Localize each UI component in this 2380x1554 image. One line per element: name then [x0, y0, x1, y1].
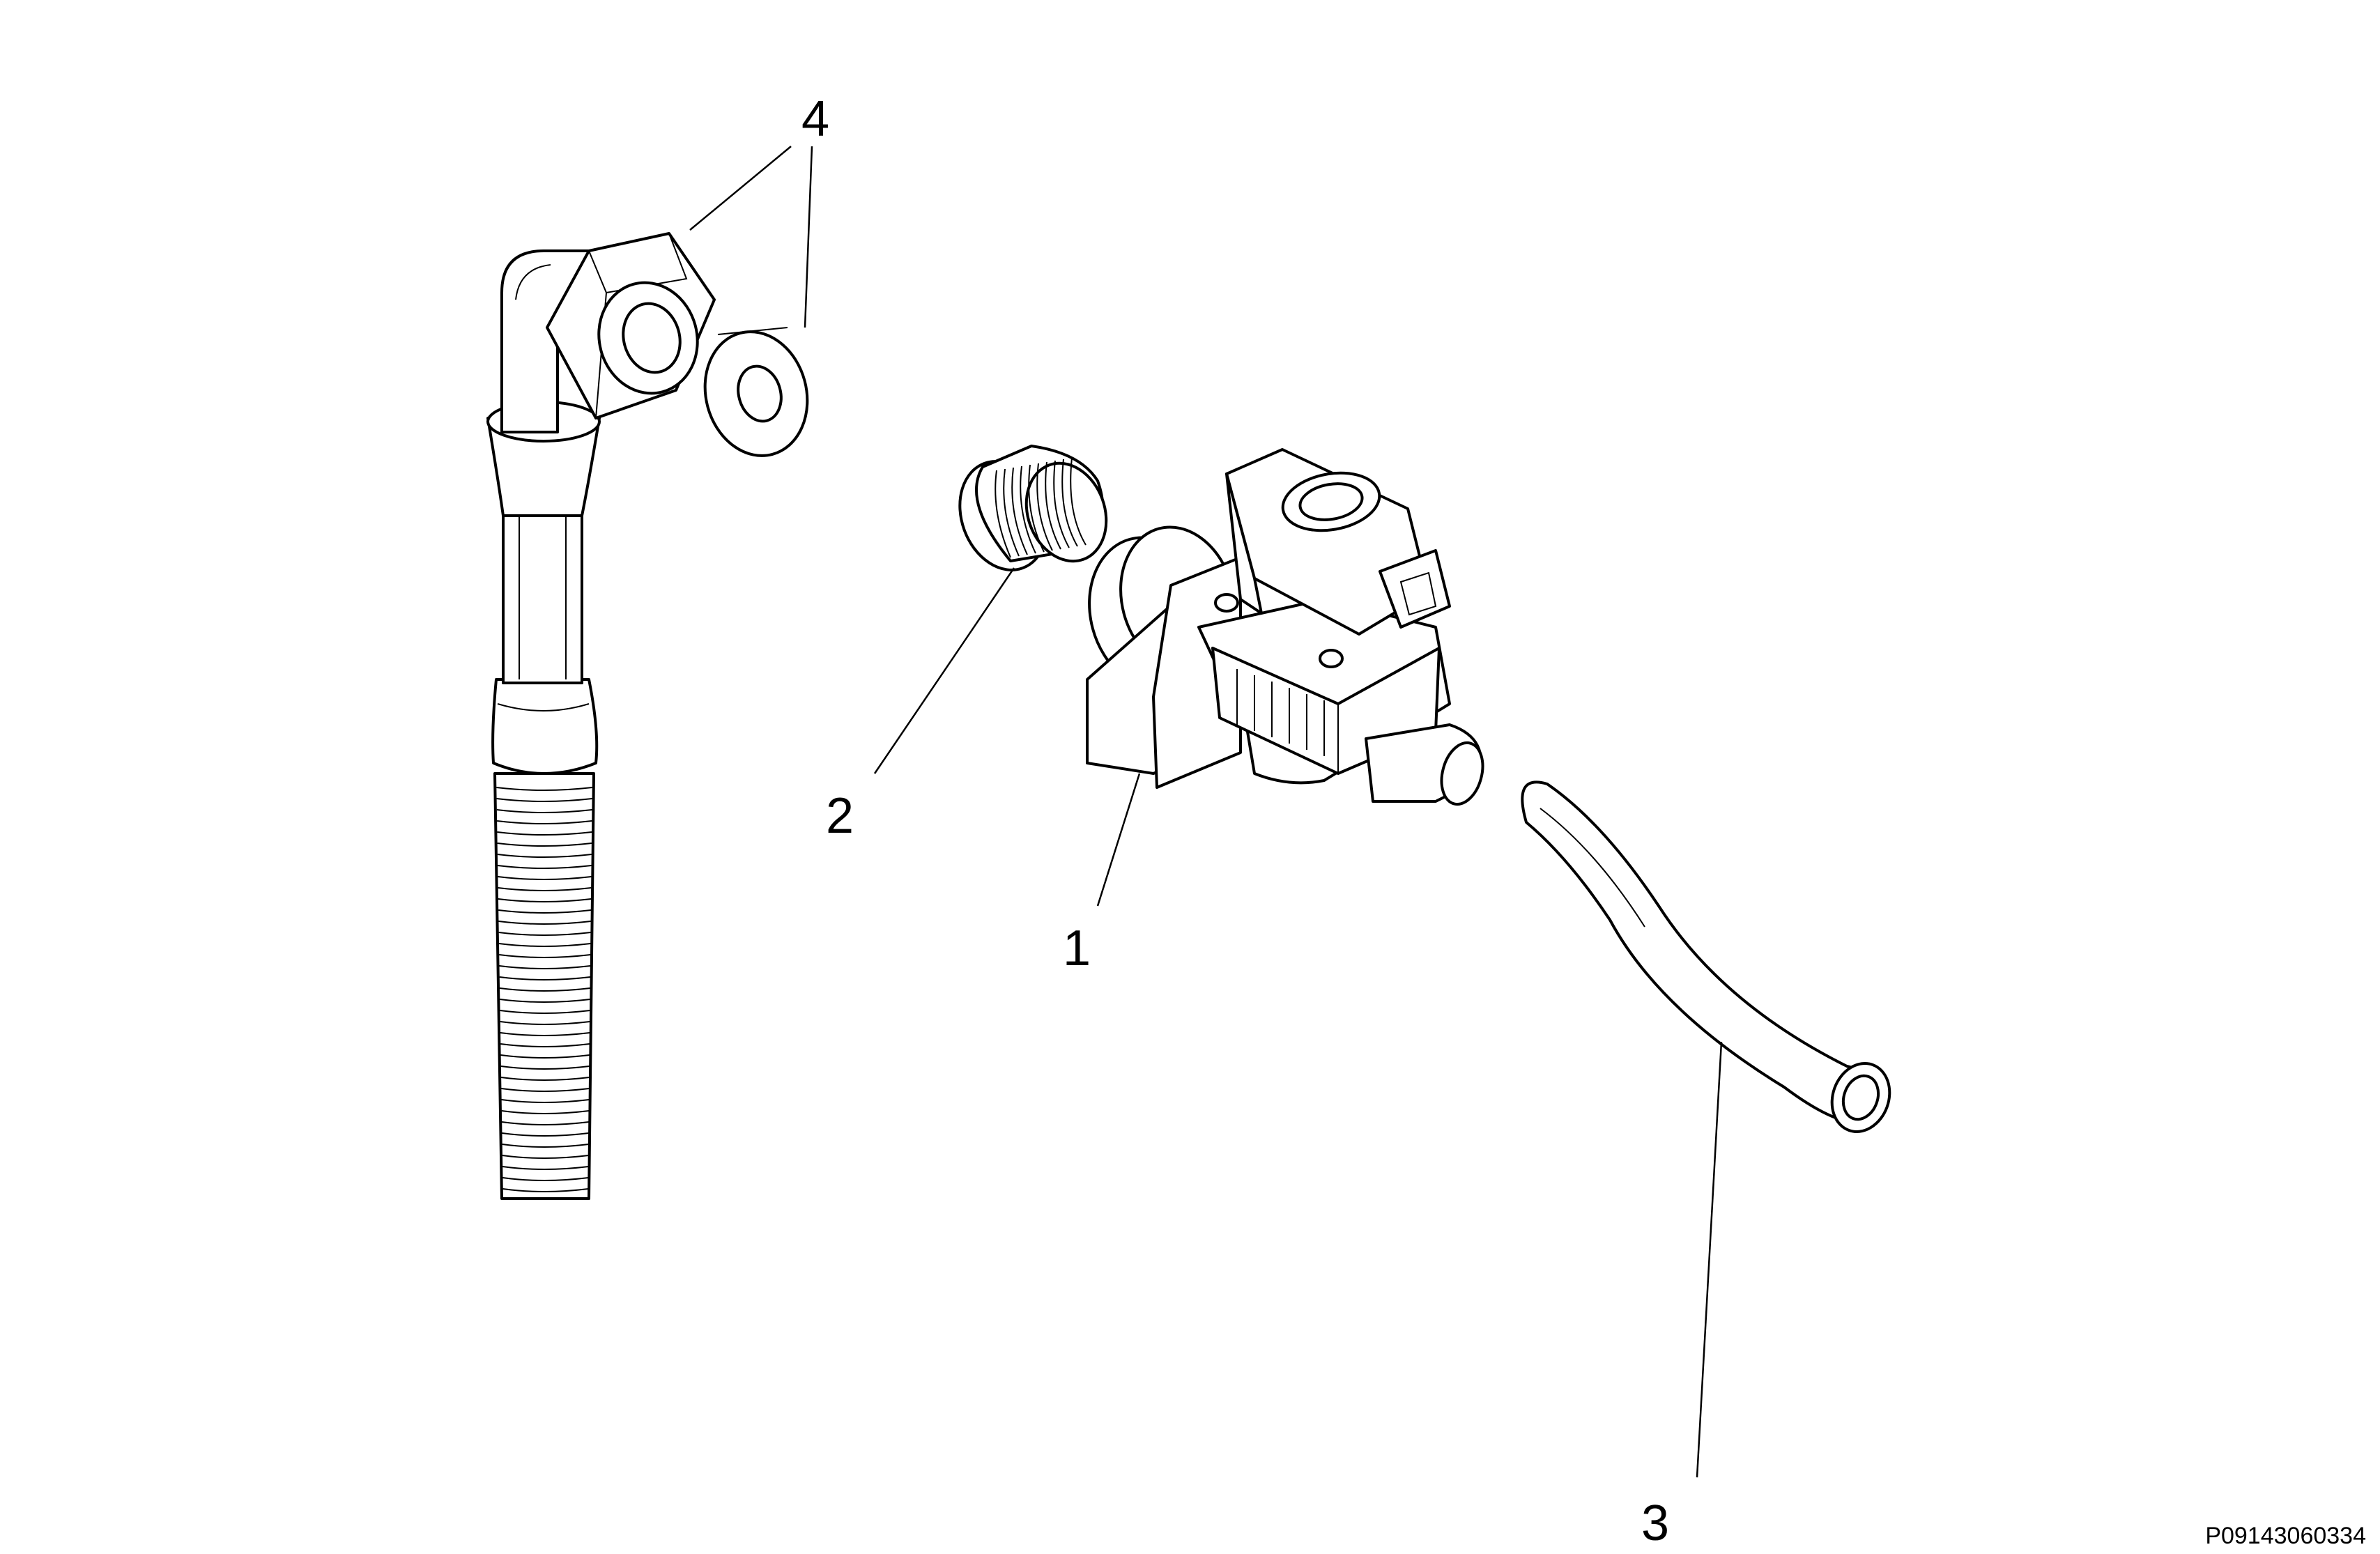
document-id: P09143060334: [2205, 1523, 2366, 1549]
rubber-hose-drawing: [1521, 780, 1891, 1133]
leader-lines: [689, 146, 1723, 1478]
filter-drawing: [958, 445, 1108, 571]
callout-1: 1: [1063, 921, 1091, 976]
callout-3: 3: [1641, 1495, 1669, 1551]
nut-and-washer-drawing: [546, 232, 809, 457]
callout-4: 4: [801, 91, 829, 147]
callout-2: 2: [826, 788, 854, 844]
solenoid-valve-drawing: [1086, 448, 1484, 806]
inlet-hose-drawing: [486, 249, 601, 1200]
